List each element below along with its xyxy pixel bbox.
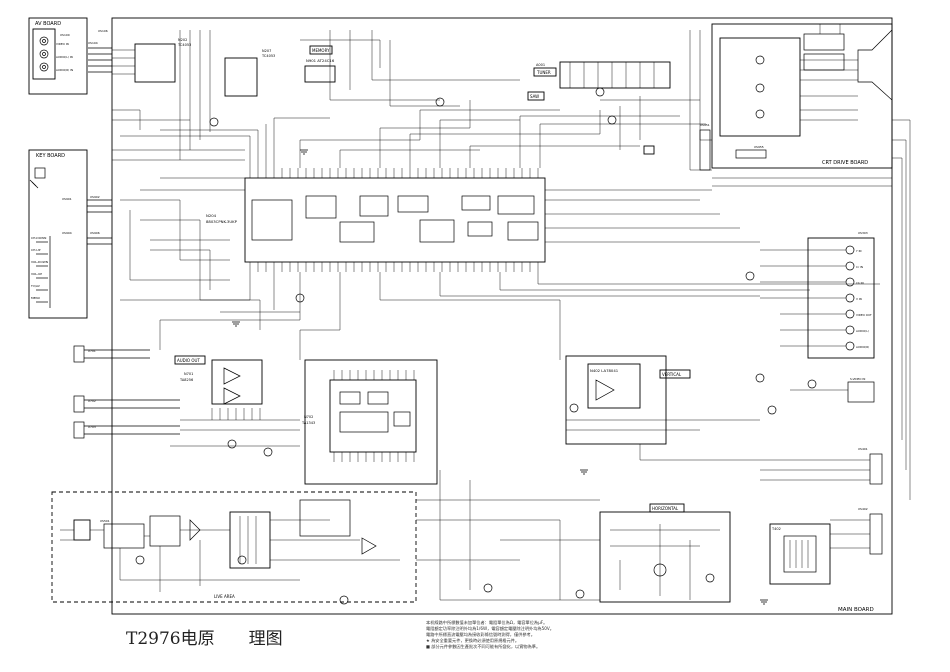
crt-drive-board: CRT DRIVE BOARD XS955 XS951	[699, 23, 893, 171]
svg-text:XS401: XS401	[858, 447, 868, 451]
horizontal-deflection: HORIZONTAL	[599, 503, 731, 603]
svg-text:AV BOARD: AV BOARD	[35, 21, 61, 27]
svg-text:XS951: XS951	[700, 123, 710, 127]
svg-text:X701: X701	[88, 349, 96, 353]
svg-text:VIDEO OUT: VIDEO OUT	[856, 313, 872, 317]
svg-text:TC4053: TC4053	[177, 43, 191, 47]
speaker-connectors: X701 X702 X703	[73, 345, 180, 439]
svg-text:AUDIO(L): AUDIO(L)	[856, 329, 869, 333]
svg-text:XS402: XS402	[858, 507, 868, 511]
n202-switch-ic: N202 TC4053	[112, 38, 191, 83]
svg-text:VOL-DOWN: VOL-DOWN	[31, 260, 48, 264]
svg-text:XS106: XS106	[98, 29, 108, 33]
svg-text:N702: N702	[304, 415, 313, 419]
notes-block: 本机線路中所標數值未加單位者：電阻單位為Ω，電容單位為μF。 電阻額定功率除注明…	[426, 620, 716, 650]
svg-text:A001: A001	[536, 63, 545, 67]
svg-text:XS501: XS501	[100, 519, 110, 523]
svg-text:XS955: XS955	[754, 145, 764, 149]
svg-text:N402 LA78041: N402 LA78041	[590, 368, 619, 373]
svg-text:Cb IN: Cb IN	[856, 281, 864, 285]
test-point-b	[643, 145, 655, 155]
tuner-module: A001 TUNER	[533, 61, 671, 89]
note-line: 電路中所標直流電壓均為接收彩條信號時測得，僅供參考。	[426, 632, 535, 637]
svg-text:N901 AT24C16: N901 AT24C16	[306, 58, 335, 63]
n204-main-processor: N204 8803CPNK-3UKP	[206, 168, 546, 272]
note-line: ■ 部分元件參數因生產批次不同可能有所變化，以實物為準。	[426, 644, 541, 649]
main-board-outline	[111, 17, 893, 615]
svg-text:XS904: XS904	[62, 231, 72, 235]
svg-text:XS901: XS901	[62, 197, 72, 201]
av-jack-panel: XS303 Y IN Cr IN Cb IN V IN VIDEO OUT AU…	[760, 231, 875, 403]
svg-text:VIDEO IN: VIDEO IN	[56, 42, 69, 46]
svg-text:XS902: XS902	[90, 195, 100, 199]
ground-symbols	[232, 149, 768, 605]
bus-wires	[112, 30, 880, 360]
svg-text:X702: X702	[88, 399, 96, 403]
svg-text:TUNER: TUNER	[536, 70, 551, 75]
svg-text:S-VIDEO IN: S-VIDEO IN	[850, 377, 865, 381]
svg-text:N204: N204	[206, 213, 217, 218]
svg-text:AUDIO(L) IN: AUDIO(L) IN	[56, 55, 73, 59]
svg-text:N202: N202	[178, 38, 187, 42]
svg-text:XS100: XS100	[60, 33, 70, 37]
note-line: 本机線路中所標數值未加單位者：電阻單位為Ω，電容單位為μF。	[426, 620, 548, 625]
vertical-deflection: N402 LA78041 VERTICAL	[565, 355, 760, 461]
svg-text:TA1343: TA1343	[301, 421, 315, 425]
audio-out-section: AUDIO OUT N701 TA8256	[170, 355, 300, 447]
svg-text:VERTICAL: VERTICAL	[662, 372, 682, 377]
svg-text:Cr IN: Cr IN	[856, 265, 863, 269]
svg-text:XS906: XS906	[90, 231, 100, 235]
saw-filter: SAW	[527, 91, 545, 101]
n702-audio-processor: N702 TA1343	[301, 359, 438, 485]
flyback-transformer: T402	[769, 523, 831, 585]
transistors	[135, 87, 817, 605]
svg-text:CH-UP: CH-UP	[31, 248, 41, 252]
svg-text:N207: N207	[262, 49, 271, 53]
svg-text:N701: N701	[184, 372, 193, 376]
svg-text:MEMORY: MEMORY	[312, 48, 330, 53]
svg-text:8803CPNK-3UKP: 8803CPNK-3UKP	[206, 219, 238, 224]
svg-text:LIVE AREA: LIVE AREA	[214, 594, 235, 599]
key-board: KEY BOARD XS901 XS902 XS904 XS906 CH-DOW…	[28, 149, 112, 319]
svg-text:T402: T402	[771, 527, 781, 531]
svg-text:X703: X703	[88, 425, 96, 429]
svg-text:KEY BOARD: KEY BOARD	[36, 153, 65, 159]
svg-text:TA8256: TA8256	[179, 378, 193, 382]
av-board: AV BOARD VIDEO IN AUDIO(L) IN AUDIO(R) I…	[28, 17, 112, 95]
n207-switch-ic: N207 TC4053	[224, 49, 275, 97]
svg-text:CH-DOWN: CH-DOWN	[31, 236, 46, 240]
svg-text:TV/AV: TV/AV	[30, 284, 41, 288]
svg-text:VOL-UP: VOL-UP	[31, 272, 42, 276]
svg-text:Y IN: Y IN	[856, 249, 862, 253]
svg-text:AUDIO(R): AUDIO(R)	[856, 345, 869, 349]
svg-text:XS303: XS303	[858, 231, 868, 235]
note-line: 電阻額定功率除注明外均為1/6W，電容額定電壓除注明外均為50V。	[426, 626, 554, 631]
svg-text:XS104: XS104	[88, 41, 98, 45]
deflection-connectors: XS401 XS402	[760, 447, 883, 555]
svg-text:AUDIO OUT: AUDIO OUT	[177, 358, 200, 363]
svg-text:MENU: MENU	[31, 296, 40, 300]
live-area-power-supply: XS501 LIVE AREA	[51, 491, 417, 603]
memory-ic: MEMORY N901 AT24C16	[304, 45, 336, 83]
svg-text:TC4053: TC4053	[261, 54, 275, 58]
svg-text:V IN: V IN	[856, 297, 862, 301]
note-line: ★ 為安全重要元件，更換時必須使用原規格元件。	[426, 638, 520, 643]
svg-text:CRT DRIVE BOARD: CRT DRIVE BOARD	[822, 160, 868, 166]
main-board-label: MAIN BOARD	[838, 607, 874, 613]
diagram-title: T2976电原 理图	[126, 629, 283, 649]
svg-text:SAW: SAW	[530, 94, 539, 99]
svg-text:AUDIO(R) IN: AUDIO(R) IN	[56, 68, 73, 72]
svg-text:HORIZONTAL: HORIZONTAL	[652, 506, 679, 511]
